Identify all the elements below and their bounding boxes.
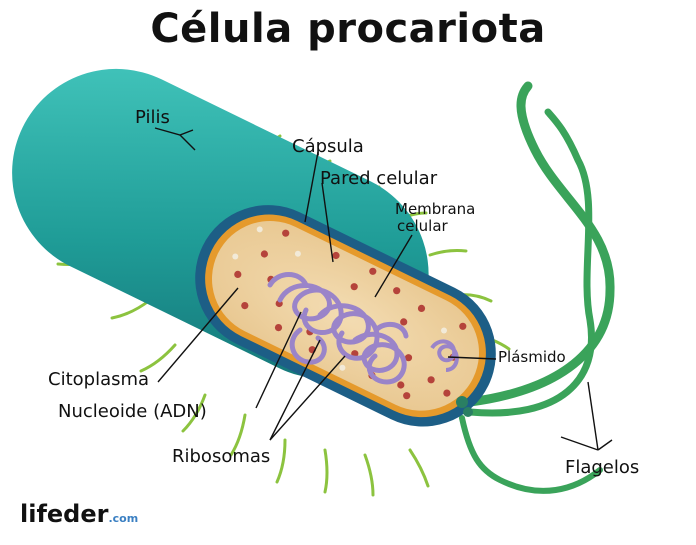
label-membrana-line1: Membrana xyxy=(395,200,476,218)
diagram-title: Célula procariota xyxy=(150,6,546,52)
ribosome-dot xyxy=(294,250,301,257)
label-pared-celular: Pared celular xyxy=(320,168,438,189)
label-flagelos: Flagelos xyxy=(565,457,640,478)
label-plasmido: Plásmido xyxy=(498,348,566,366)
ribosome-dot xyxy=(443,389,451,397)
ribosome-dot xyxy=(397,381,405,389)
flagellum-base xyxy=(456,396,473,417)
logo-name: lifeder xyxy=(20,500,109,528)
label-pilis: Pilis xyxy=(135,107,170,128)
ribosome-dot xyxy=(282,229,290,237)
ribosomes xyxy=(232,226,467,400)
ribosome-dot xyxy=(260,250,268,258)
ribosome-dot xyxy=(441,327,447,334)
ribosome-dot xyxy=(232,253,239,260)
ribosome-dot xyxy=(400,318,408,326)
nucleoid xyxy=(267,272,409,385)
ribosome-dot xyxy=(404,354,413,362)
ribosome-dot xyxy=(339,364,346,371)
ribosome-dot xyxy=(256,226,263,233)
ribosome-dot xyxy=(274,324,283,332)
lifeder-logo: lifeder.com xyxy=(20,500,138,528)
ribosome-dot xyxy=(332,251,340,260)
logo-suffix: .com xyxy=(108,512,139,525)
flagella xyxy=(459,81,615,494)
ribosome-dot xyxy=(417,304,426,312)
ribosome-dot xyxy=(241,302,249,310)
leader-lines xyxy=(154,127,613,451)
label-capsula: Cápsula xyxy=(292,136,364,157)
label-ribosomas: Ribosomas xyxy=(172,446,271,467)
ribosome-dot xyxy=(234,270,242,278)
ribosome-dot xyxy=(427,376,435,384)
ribosome-dot xyxy=(459,322,467,330)
ribosome-dot xyxy=(350,283,358,291)
label-nucleoide: Nucleoide (ADN) xyxy=(58,401,207,422)
ribosome-dot xyxy=(393,287,401,295)
label-membrana-line2: celular xyxy=(397,217,448,235)
ribosome-dot xyxy=(369,267,377,275)
ribosome-dot xyxy=(403,392,411,400)
label-citoplasma: Citoplasma xyxy=(48,369,150,390)
